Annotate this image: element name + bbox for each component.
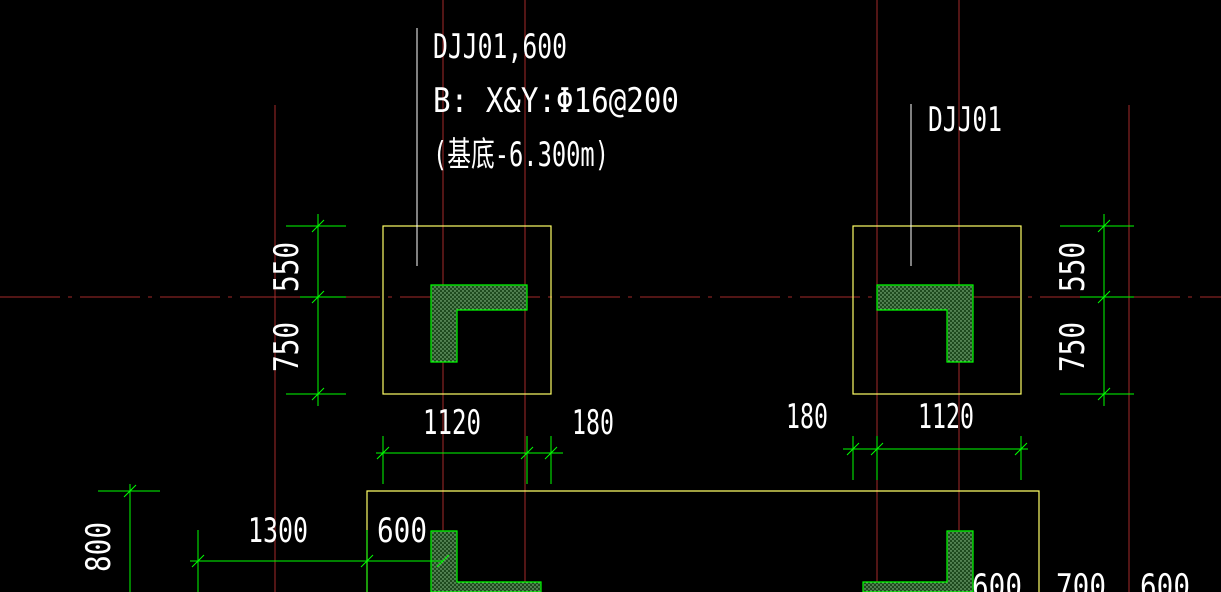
dim-bottom-right-a: 600 [972, 567, 1022, 592]
dim-right-width: 1120 [918, 397, 974, 437]
dim-bottom-right-b: 700 [1056, 567, 1106, 592]
dim-bottom-height: 800 [79, 522, 119, 572]
dim-right-upper: 550 [1053, 242, 1093, 292]
dimension-lines [98, 214, 1134, 592]
dim-left-offset: 180 [572, 403, 614, 443]
annotation-texts: DJJ01,600 B: X&Y:Φ16@200 (基底-6.300m) DJJ… [433, 27, 1002, 175]
label-left-rebar: B: X&Y:Φ16@200 [433, 81, 679, 121]
dim-left-width: 1120 [423, 403, 481, 443]
columns [430, 284, 974, 592]
footing-left[interactable] [382, 225, 552, 395]
dim-left-upper: 550 [267, 242, 307, 292]
dimension-texts: 550 750 1120 180 180 1120 550 750 800 13… [79, 242, 1190, 592]
footing-right[interactable] [852, 225, 1022, 395]
dim-bottom-col: 600 [377, 511, 427, 551]
column-bottom-right[interactable] [862, 530, 974, 592]
label-left-tag: DJJ01,600 [433, 27, 567, 67]
dim-bottom-right-c: 600 [1140, 567, 1190, 592]
dim-bottom-span: 1300 [248, 511, 308, 551]
leaders [416, 28, 912, 266]
dim-right-offset: 180 [786, 397, 828, 437]
column-left[interactable] [430, 284, 528, 363]
footing-bottom[interactable] [366, 490, 1040, 592]
dim-left-lower: 750 [267, 322, 307, 372]
label-left-elevation: (基底-6.300m) [433, 135, 609, 175]
column-right[interactable] [876, 284, 974, 363]
column-bottom-left[interactable] [430, 530, 542, 592]
label-right-tag: DJJ01 [928, 100, 1002, 140]
dim-right-lower: 750 [1053, 322, 1093, 372]
